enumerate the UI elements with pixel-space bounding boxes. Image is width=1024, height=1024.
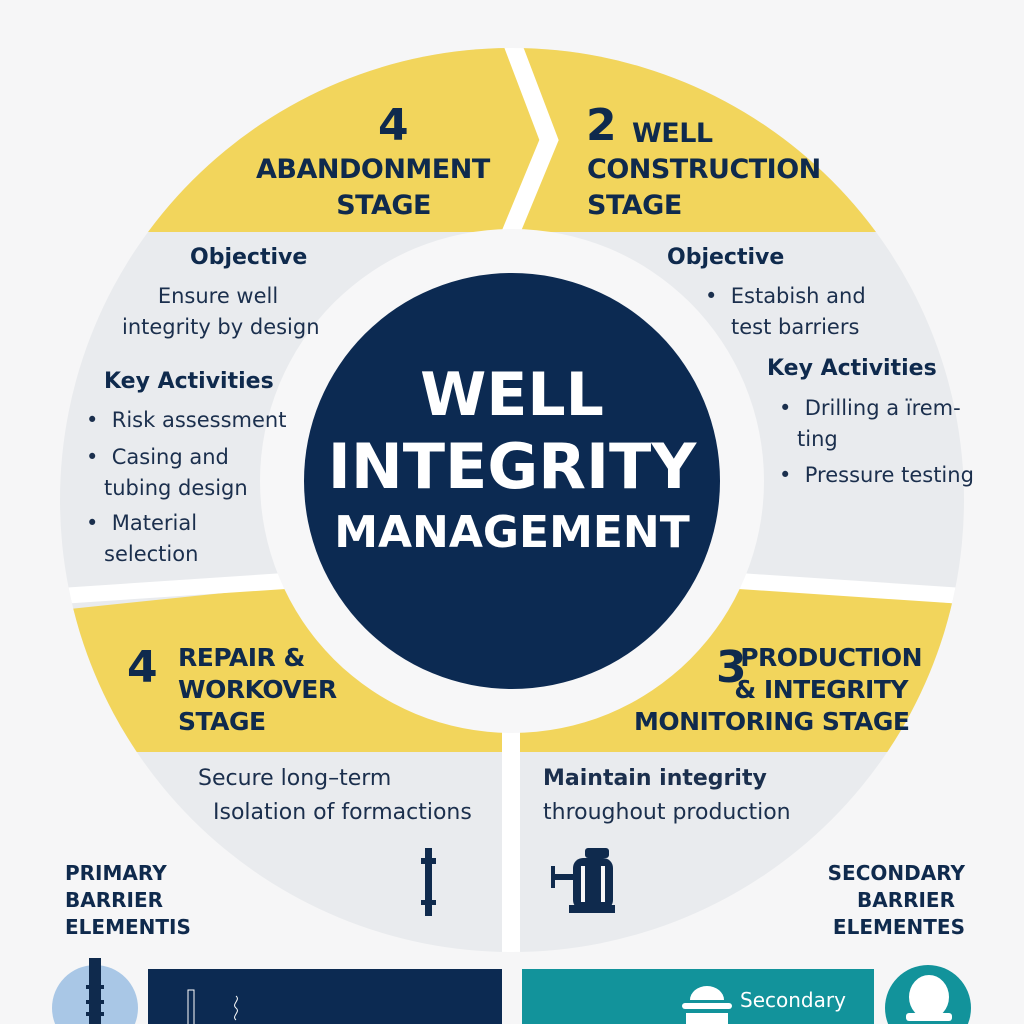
bell-icon xyxy=(682,986,732,1024)
title-line-3: MANAGEMENT xyxy=(334,507,690,558)
activities-list: • Risk assessment • Casing and tubing de… xyxy=(86,408,287,566)
objective-label: Objective xyxy=(667,245,785,270)
secondary-card-text: Secondary xyxy=(740,988,846,1012)
objective-label: Objective xyxy=(190,245,308,270)
title-line-1: WELL xyxy=(420,360,604,430)
packer-icon xyxy=(86,958,104,1024)
activities-label: Key Activities xyxy=(104,369,274,394)
tool-icons xyxy=(187,989,238,1024)
stage-number: 4 xyxy=(378,100,409,151)
stage-number: 3 xyxy=(716,642,747,693)
center-circle xyxy=(304,273,720,689)
primary-card xyxy=(148,969,502,1024)
seal-icon xyxy=(906,975,952,1021)
activities-label: Key Activities xyxy=(767,356,937,381)
activities-list: • Drilling a ïrem- ting • Pressure testi… xyxy=(779,396,974,487)
wellhead-valve-icon xyxy=(551,848,615,913)
stage-title-1: WELL xyxy=(632,118,713,149)
title-line-2: INTEGRITY xyxy=(327,430,697,503)
stage-number: 4 xyxy=(127,642,158,693)
tubing-icon xyxy=(421,848,436,916)
stage-number: 2 xyxy=(586,100,617,151)
